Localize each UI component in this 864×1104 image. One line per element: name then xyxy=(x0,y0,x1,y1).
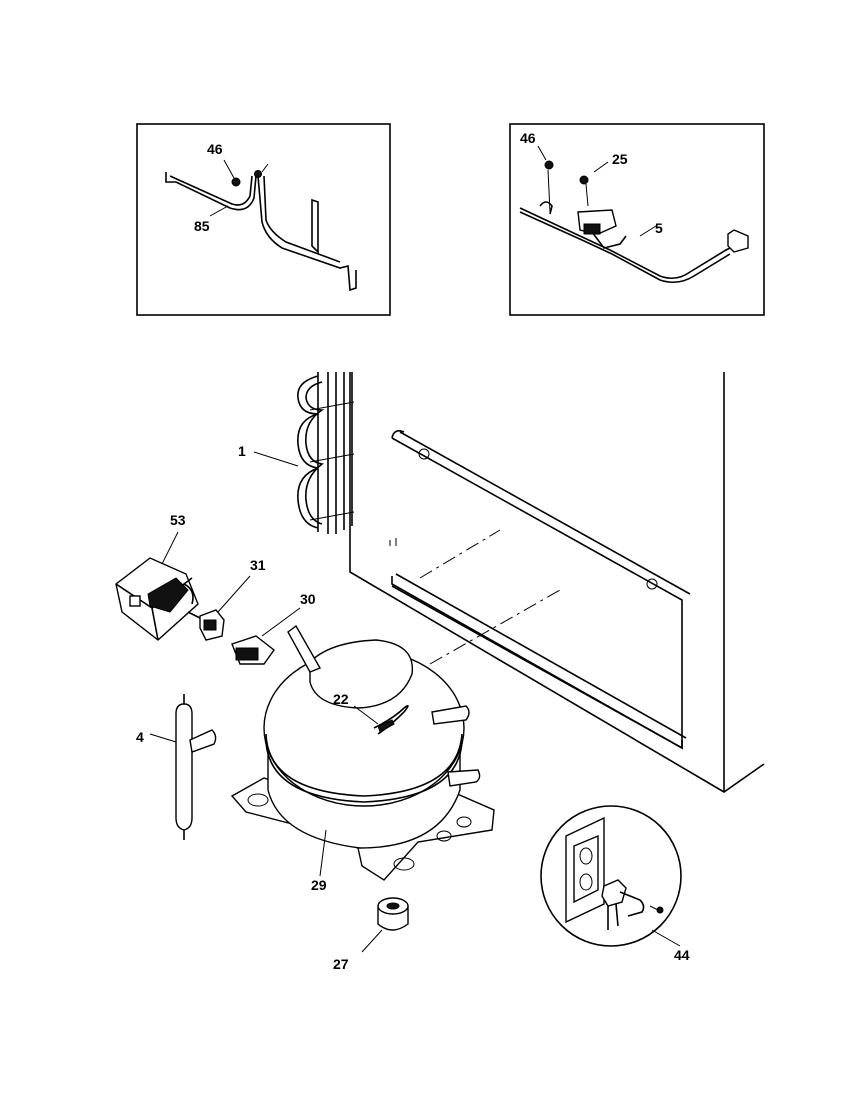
label-30: 30 xyxy=(300,591,316,607)
inset-sensor-cord xyxy=(509,123,765,316)
label-5: 5 xyxy=(655,220,663,236)
label-1: 1 xyxy=(238,443,246,459)
label-4: 4 xyxy=(136,729,144,745)
label-85: 85 xyxy=(194,218,210,234)
compressor xyxy=(230,624,495,881)
label-46-harness: 46 xyxy=(207,141,223,157)
label-31: 31 xyxy=(250,557,266,573)
label-25: 25 xyxy=(612,151,628,167)
label-22: 22 xyxy=(333,691,349,707)
label-46-sensor: 46 xyxy=(520,130,536,146)
inset-wire-harness xyxy=(136,123,391,316)
label-53: 53 xyxy=(170,512,186,528)
label-44: 44 xyxy=(674,947,690,963)
power-cord-inset xyxy=(540,805,682,947)
overload-protector xyxy=(231,607,301,665)
label-27: 27 xyxy=(333,956,349,972)
drier xyxy=(149,694,217,840)
label-29: 29 xyxy=(311,877,327,893)
relay-cover xyxy=(115,531,199,641)
condenser-coil xyxy=(253,372,355,534)
cabinet-outline xyxy=(349,372,765,793)
relay xyxy=(187,575,251,641)
grommet xyxy=(361,897,409,953)
